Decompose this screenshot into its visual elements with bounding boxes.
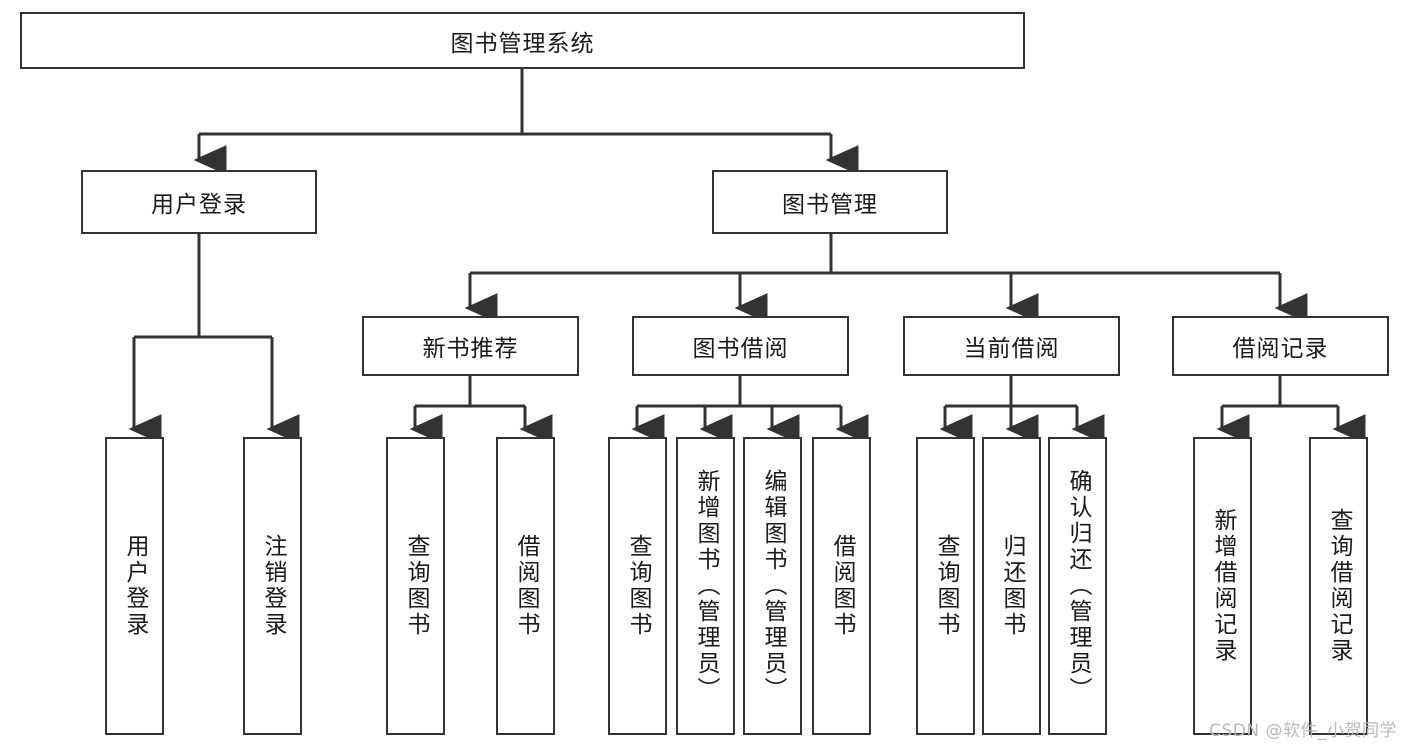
- node-borrow-record-label: 借阅记录: [1232, 336, 1329, 362]
- node-leaf-borrow-book-1-label: 借阅图书: [513, 534, 539, 638]
- node-leaf-borrow-book-2-label: 借阅图书: [829, 534, 855, 638]
- node-leaf-borrow-book-2[interactable]: 借阅图书: [812, 437, 871, 735]
- node-leaf-logout-login[interactable]: 注销登录: [243, 437, 302, 735]
- node-leaf-query-book-3-label: 查询图书: [933, 534, 959, 638]
- node-leaf-add-record-label: 新增借阅记录: [1210, 508, 1236, 664]
- node-root[interactable]: 图书管理系统: [20, 12, 1025, 69]
- node-book-manage[interactable]: 图书管理: [712, 170, 948, 234]
- node-new-book-recommend-label: 新书推荐: [422, 336, 519, 362]
- node-leaf-query-book-3[interactable]: 查询图书: [916, 437, 975, 735]
- node-leaf-return-book-label: 归还图书: [999, 534, 1025, 638]
- node-leaf-borrow-book-1[interactable]: 借阅图书: [496, 437, 555, 735]
- node-leaf-add-book-label: 新增图书（管理员）: [693, 469, 719, 703]
- node-leaf-add-book[interactable]: 新增图书（管理员）: [676, 437, 735, 735]
- node-current-borrow[interactable]: 当前借阅: [903, 316, 1120, 376]
- node-leaf-query-book-2[interactable]: 查询图书: [608, 437, 667, 735]
- node-book-manage-label: 图书管理: [782, 192, 878, 218]
- node-new-book-recommend[interactable]: 新书推荐: [362, 316, 579, 376]
- node-leaf-logout-login-label: 注销登录: [260, 534, 286, 638]
- node-leaf-query-record-label: 查询借阅记录: [1326, 508, 1352, 664]
- node-leaf-confirm-return-label: 确认归还（管理员）: [1065, 469, 1091, 703]
- node-leaf-query-book-1[interactable]: 查询图书: [386, 437, 445, 735]
- node-user-login[interactable]: 用户登录: [81, 170, 317, 234]
- node-user-login-label: 用户登录: [151, 192, 247, 218]
- node-borrow-record[interactable]: 借阅记录: [1172, 316, 1389, 376]
- node-leaf-edit-book-label: 编辑图书（管理员）: [760, 469, 786, 703]
- node-leaf-user-login[interactable]: 用户登录: [105, 437, 164, 735]
- node-leaf-return-book[interactable]: 归还图书: [982, 437, 1041, 735]
- node-leaf-user-login-label: 用户登录: [122, 534, 148, 638]
- node-book-borrow[interactable]: 图书借阅: [632, 316, 849, 376]
- node-leaf-confirm-return[interactable]: 确认归还（管理员）: [1048, 437, 1107, 735]
- node-leaf-query-book-2-label: 查询图书: [625, 534, 651, 638]
- node-root-label: 图书管理系统: [450, 30, 595, 57]
- node-leaf-query-book-1-label: 查询图书: [403, 534, 429, 638]
- node-current-borrow-label: 当前借阅: [963, 336, 1060, 362]
- node-leaf-query-record[interactable]: 查询借阅记录: [1309, 437, 1368, 735]
- node-book-borrow-label: 图书借阅: [692, 336, 789, 362]
- watermark-text: CSDN @软件_小贺同学: [1209, 721, 1397, 741]
- node-leaf-edit-book[interactable]: 编辑图书（管理员）: [743, 437, 802, 735]
- node-leaf-add-record[interactable]: 新增借阅记录: [1193, 437, 1252, 735]
